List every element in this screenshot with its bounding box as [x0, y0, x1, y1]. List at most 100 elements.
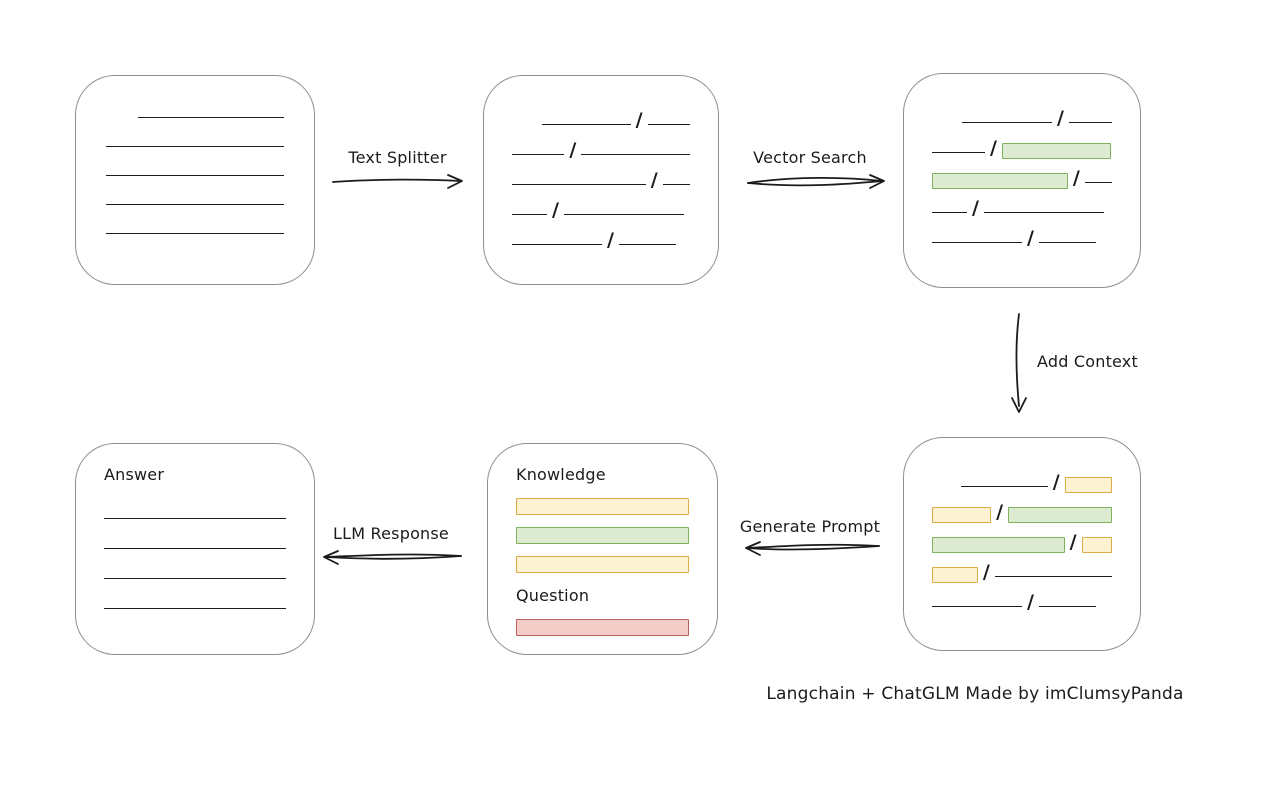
chunk-row: [516, 550, 689, 579]
knowledge-label: Knowledge: [516, 465, 606, 484]
generate-prompt-label: Generate Prompt: [739, 517, 881, 536]
add-context-label: Add Context: [1037, 352, 1138, 371]
indent-gap: [512, 127, 542, 128]
text-line: [994, 575, 1112, 577]
chunk-row: /: [932, 490, 1112, 523]
text-line: [541, 123, 631, 125]
knowledge-bars: [516, 492, 689, 579]
vector-search-arrow: [747, 174, 885, 189]
yellow-chunk-bar: [932, 567, 978, 583]
text-line: [1068, 121, 1112, 123]
chunk-row: /: [932, 186, 1112, 219]
chunk-row: /: [512, 188, 690, 221]
chunk-row: /: [932, 126, 1112, 159]
yellow-chunk-bar: [516, 556, 689, 573]
text-line: [512, 243, 602, 245]
slash-separator: /: [1057, 107, 1064, 129]
chunk-row: /: [512, 158, 690, 191]
context-chunks-box: /////: [903, 437, 1141, 651]
text-line: [962, 121, 1052, 123]
llm-response-arrow: [323, 550, 462, 565]
green-chunk-bar: [932, 173, 1068, 189]
chunk-row: /: [512, 98, 690, 131]
chunk-row: [106, 92, 284, 121]
chunks-box: /////: [483, 75, 719, 285]
answer-label: Answer: [104, 465, 165, 484]
text-line: [1038, 605, 1096, 607]
text-line: [932, 211, 967, 213]
text-line: [581, 153, 690, 155]
text-splitter-arrow: [332, 174, 463, 189]
add-context-arrow: [1011, 313, 1027, 413]
yellow-chunk-bar: [516, 498, 689, 515]
green-chunk-bar: [932, 537, 1065, 553]
text-line: [106, 232, 284, 234]
indent-gap: [106, 120, 138, 121]
slash-separator: /: [990, 137, 997, 159]
caption-text: Langchain + ChatGLM Made by imClumsyPand…: [766, 684, 1184, 704]
chunk-row: /: [932, 216, 1112, 249]
slash-separator: /: [1027, 591, 1034, 613]
chunk-row: [516, 613, 689, 642]
chunk-row: /: [932, 460, 1113, 493]
text-line: [1084, 181, 1112, 183]
text-line: [563, 213, 684, 215]
chunk-row: [106, 150, 284, 179]
green-chunk-bar: [516, 527, 689, 544]
chunk-row: /: [932, 96, 1112, 129]
answer-box: Answer: [75, 443, 315, 655]
slash-separator: /: [996, 501, 1004, 523]
chunk-row: [104, 582, 286, 612]
indent-gap: [932, 125, 962, 126]
slash-separator: /: [1027, 227, 1034, 249]
chunk-row: [104, 492, 286, 522]
text-line: [106, 145, 284, 147]
text-line: [104, 547, 286, 549]
text-line: [512, 213, 547, 215]
text-line: [932, 605, 1022, 607]
chunk-row: /: [932, 580, 1112, 613]
chunk-row: [106, 121, 284, 150]
text-line: [662, 183, 690, 185]
chunk-row: [516, 521, 689, 550]
chunk-row: /: [932, 550, 1112, 583]
green-chunk-bar: [1001, 143, 1111, 159]
text-line: [512, 183, 646, 185]
slash-separator: /: [650, 169, 658, 191]
text-line: [618, 243, 676, 245]
text-line: [647, 123, 690, 125]
text-splitter-label: Text Splitter: [348, 148, 447, 167]
answer-lines: [104, 492, 286, 612]
text-line: [512, 153, 565, 155]
text-line: [960, 485, 1048, 487]
text-line: [106, 174, 284, 176]
chunk-row: [516, 492, 689, 521]
slash-separator: /: [1072, 167, 1080, 189]
question-label: Question: [516, 586, 590, 605]
text-line: [106, 203, 284, 205]
document-box: [75, 75, 315, 285]
text-line: [104, 577, 286, 579]
text-line: [932, 151, 985, 153]
slash-separator: /: [982, 561, 990, 583]
text-line: [983, 211, 1104, 213]
chunk-row: [104, 522, 286, 552]
slash-separator: /: [607, 229, 614, 251]
yellow-chunk-bar: [1064, 477, 1113, 493]
text-line: [104, 517, 286, 519]
indent-gap: [932, 489, 961, 490]
slash-separator: /: [1052, 471, 1060, 493]
slash-separator: /: [635, 109, 643, 131]
slash-separator: /: [972, 197, 979, 219]
slash-separator: /: [552, 199, 559, 221]
yellow-chunk-bar: [932, 507, 992, 523]
text-line: [1038, 241, 1096, 243]
text-line: [932, 241, 1022, 243]
chunk-row: /: [932, 156, 1112, 189]
chunk-row: [104, 552, 286, 582]
yellow-chunk-bar: [1081, 537, 1112, 553]
generate-prompt-arrow: [745, 541, 880, 556]
text-line: [104, 607, 286, 609]
chunk-row: [106, 179, 284, 208]
